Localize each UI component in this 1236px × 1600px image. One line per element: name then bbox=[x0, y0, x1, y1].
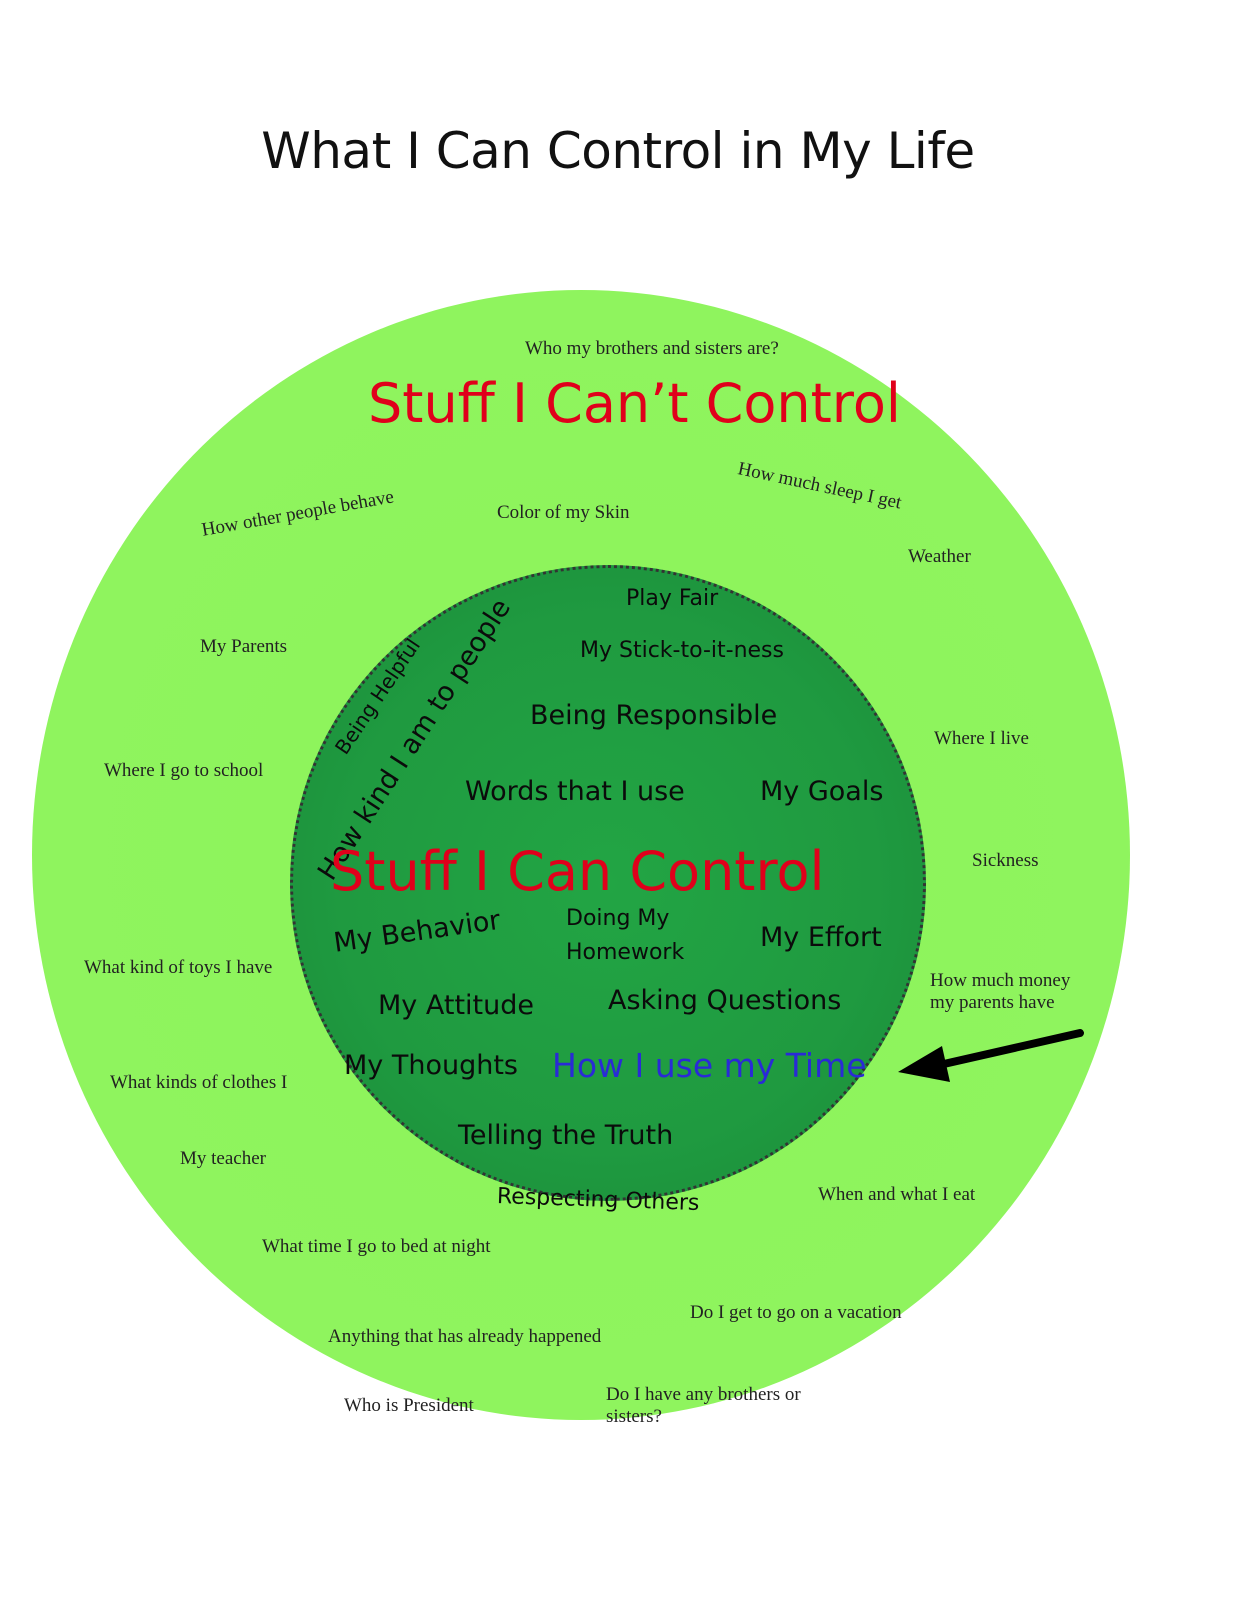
page-title: What I Can Control in My Life bbox=[261, 122, 975, 180]
outer-item: Who is President bbox=[344, 1395, 474, 1416]
inner-item-time: How I use my Time bbox=[552, 1046, 867, 1085]
inner-item: My Goals bbox=[760, 776, 884, 807]
outer-item: Sickness bbox=[972, 850, 1039, 871]
inner-item: Doing My bbox=[566, 906, 670, 931]
cant-control-heading: Stuff I Can’t Control bbox=[368, 372, 901, 435]
outer-item: Weather bbox=[908, 546, 971, 567]
outer-item: What kind of toys I have bbox=[84, 957, 273, 978]
outer-item: My teacher bbox=[180, 1148, 266, 1169]
inner-item: Homework bbox=[566, 940, 685, 965]
inner-circle bbox=[290, 565, 926, 1201]
inner-item: Asking Questions bbox=[608, 985, 842, 1016]
inner-item: My Attitude bbox=[378, 990, 534, 1021]
outer-item: Do I have any brothers or bbox=[606, 1384, 801, 1405]
inner-item: Telling the Truth bbox=[458, 1120, 674, 1151]
outer-item: Color of my Skin bbox=[497, 502, 630, 523]
outer-item: Where I go to school bbox=[104, 760, 264, 781]
outer-item: When and what I eat bbox=[818, 1184, 976, 1205]
outer-item: Who my brothers and sisters are? bbox=[525, 338, 779, 359]
inner-item: My Effort bbox=[760, 922, 882, 953]
inner-item: Words that I use bbox=[465, 776, 685, 807]
outer-item: Where I live bbox=[934, 728, 1029, 749]
inner-item: Being Responsible bbox=[530, 700, 778, 731]
outer-item: sisters? bbox=[606, 1406, 662, 1427]
outer-item: How much money bbox=[930, 970, 1071, 991]
can-control-heading: Stuff I Can Control bbox=[330, 840, 825, 903]
inner-item: My Thoughts bbox=[344, 1050, 518, 1081]
outer-item: Do I get to go on a vacation bbox=[690, 1302, 902, 1323]
outer-item: My Parents bbox=[200, 636, 288, 657]
outer-item: my parents have bbox=[930, 992, 1055, 1013]
inner-item: Play Fair bbox=[626, 586, 719, 611]
inner-item: My Stick-to-it-ness bbox=[580, 638, 784, 663]
outer-item: What kinds of clothes I bbox=[110, 1072, 288, 1093]
outer-item: What time I go to bed at night bbox=[262, 1236, 491, 1257]
outer-item: Anything that has already happened bbox=[328, 1326, 602, 1347]
